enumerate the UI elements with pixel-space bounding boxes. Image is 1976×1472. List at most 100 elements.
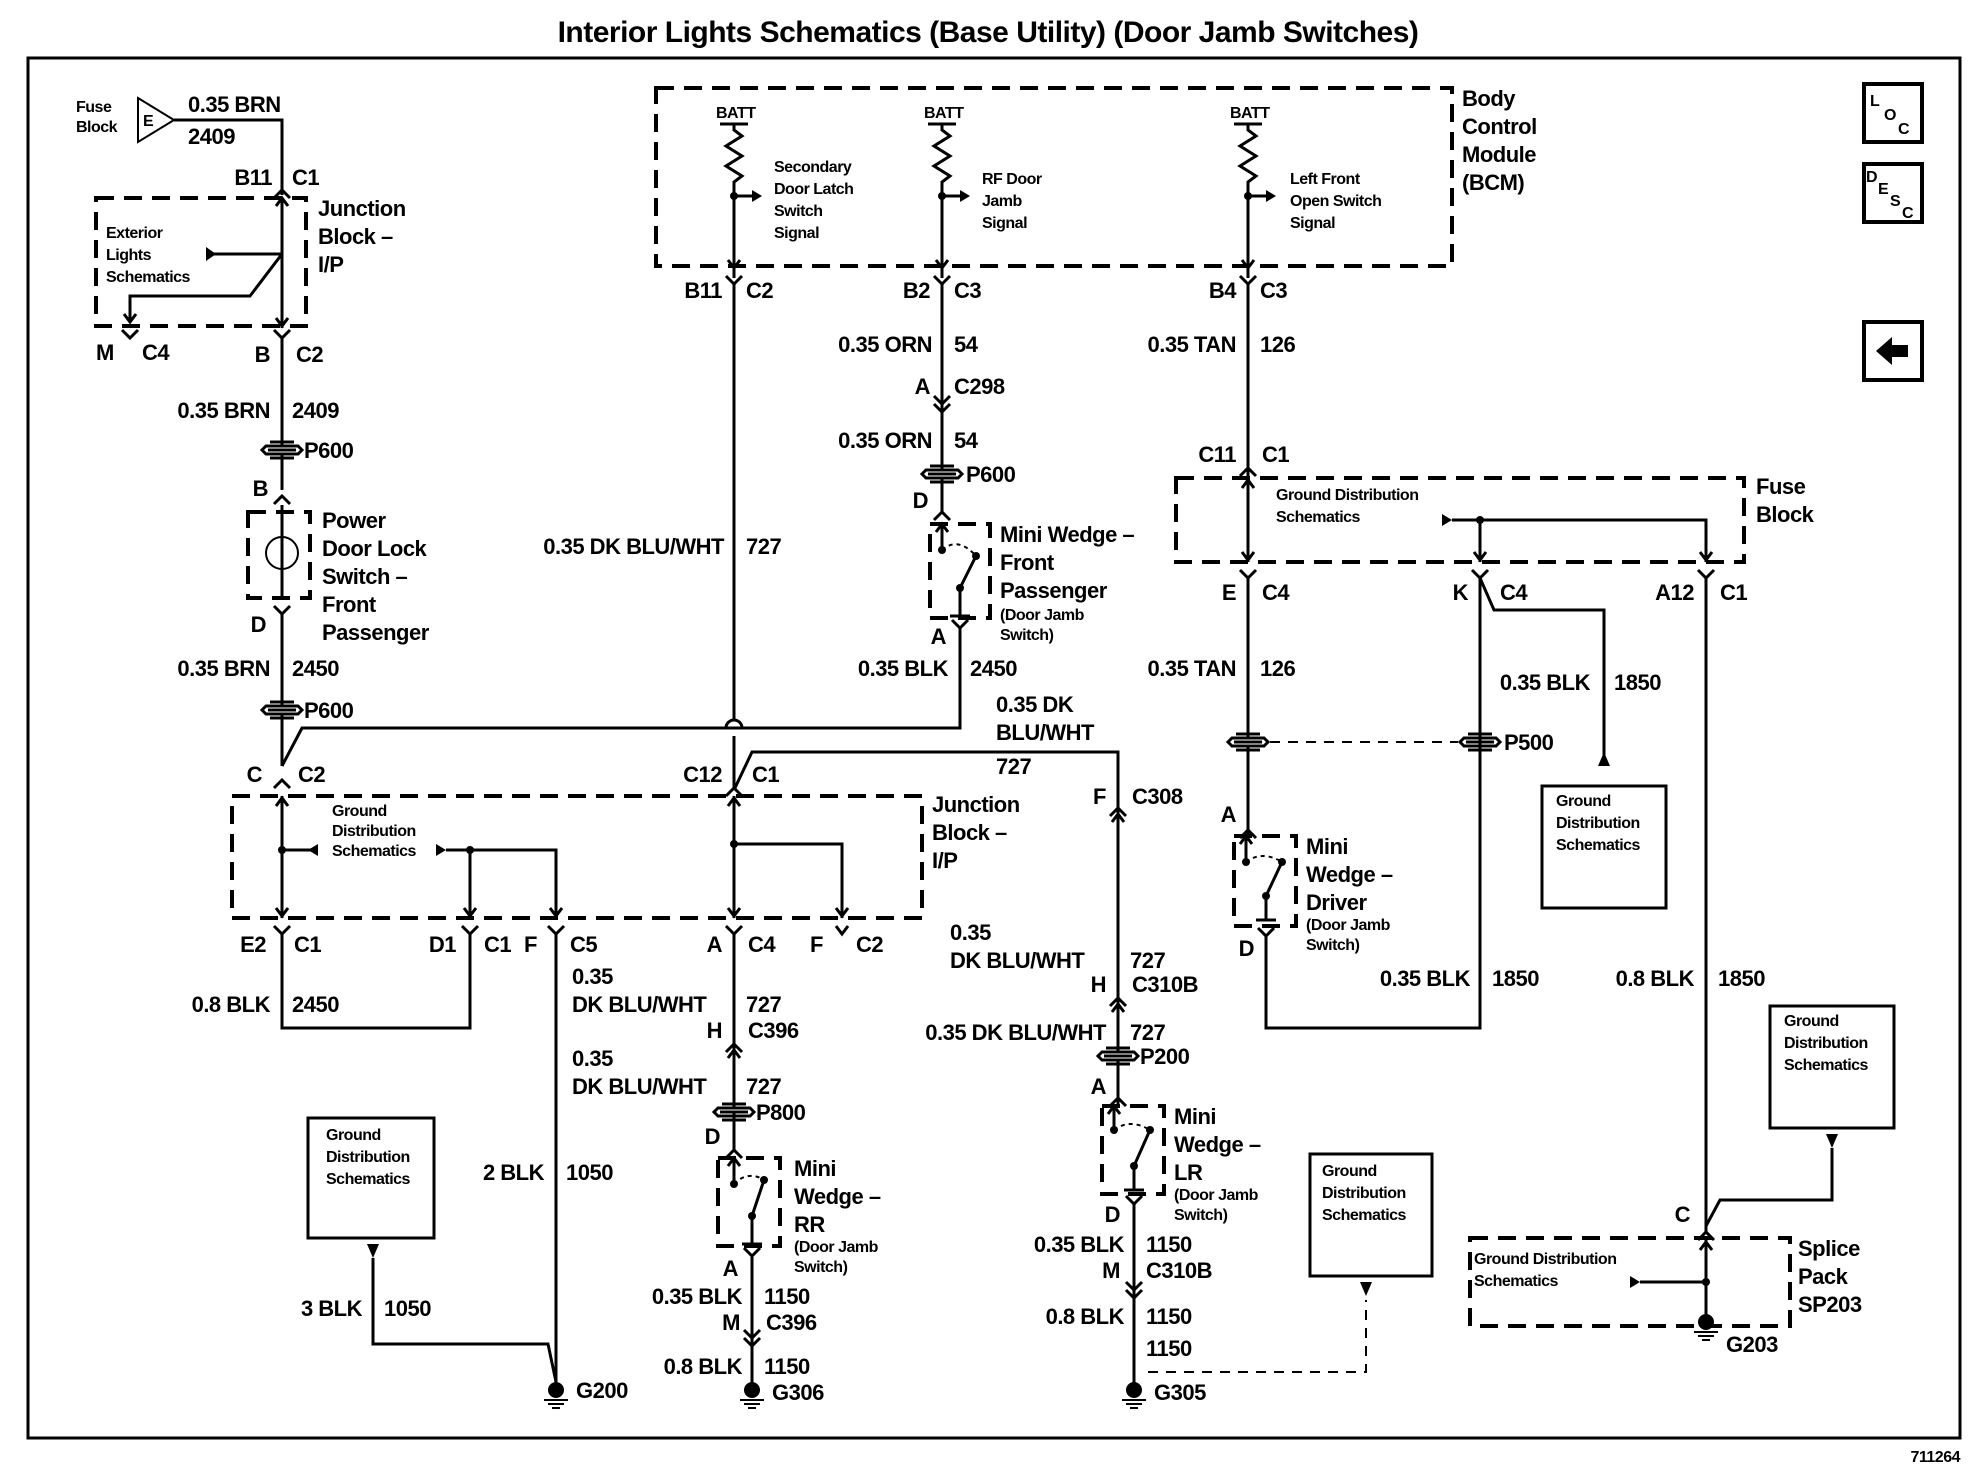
svg-text:Distribution: Distribution	[1784, 1035, 1868, 1052]
svg-text:E: E	[1878, 181, 1889, 198]
svg-text:Schematics: Schematics	[106, 269, 191, 286]
svg-text:Switch –: Switch –	[322, 564, 408, 589]
ground-label: G305	[1154, 1380, 1206, 1405]
pin-label: A	[723, 1256, 739, 1281]
circuit-number: 2409	[292, 398, 339, 423]
circuit-number: 126	[1260, 332, 1295, 357]
svg-text:Splice: Splice	[1798, 1236, 1860, 1261]
pin-label: A	[915, 374, 931, 399]
connector-label: C1	[484, 932, 511, 957]
pin-label: A	[1091, 1074, 1107, 1099]
pin-label: K	[1453, 580, 1469, 605]
pin-label: M	[96, 340, 114, 365]
loc-icon: L	[1870, 93, 1880, 110]
svg-text:(Door Jamb: (Door Jamb	[794, 1239, 879, 1256]
ground-label: G200	[576, 1378, 628, 1403]
pin-label: E2	[240, 932, 266, 957]
diagram-title: Interior Lights Schematics (Base Utility…	[558, 16, 1419, 49]
bcm-channel-rf-door-jamb: BATT RF Door Jamb Signal	[924, 105, 1042, 278]
back-button[interactable]	[1862, 320, 1924, 382]
circuit-number: 2450	[292, 656, 339, 681]
wire-label: 0.35 BLK	[1034, 1232, 1125, 1257]
connector-label: C2	[298, 762, 325, 787]
bcm-channel-secondary-latch: BATT Secondary Door Latch Switch Signal	[716, 105, 854, 278]
svg-text:Schematics: Schematics	[332, 843, 417, 860]
pin-label: A	[931, 624, 947, 649]
svg-text:Block –: Block –	[932, 820, 1007, 845]
junction-block-ip-mid: Junction Block – I/P Ground Distribution…	[230, 792, 1020, 920]
wire-label: 0.35	[572, 1046, 613, 1071]
pin-label: B	[255, 342, 270, 367]
ground-distribution-box-right-upper: Ground Distribution Schematics	[1540, 784, 1668, 910]
svg-text:Front: Front	[322, 592, 377, 617]
svg-text:Ground: Ground	[1322, 1163, 1377, 1180]
wire-label: 0.35 ORN	[838, 332, 932, 357]
svg-text:Mini: Mini	[794, 1156, 836, 1181]
connector-label: C5	[570, 932, 597, 957]
svg-text:Switch): Switch)	[1174, 1207, 1228, 1224]
fuse-block-right: Fuse Block Ground Distribution Schematic…	[1174, 474, 1815, 564]
svg-text:Secondary: Secondary	[774, 159, 852, 176]
svg-text:Ground: Ground	[1784, 1013, 1839, 1030]
svg-text:Body: Body	[1462, 86, 1516, 111]
wire-label: 0.8 BLK	[664, 1354, 743, 1379]
circuit-number: 54	[954, 428, 979, 453]
circuit-number: 1150	[1146, 1232, 1192, 1257]
circuit-number: 1050	[566, 1160, 613, 1185]
svg-text:I/P: I/P	[318, 252, 343, 277]
svg-text:Switch: Switch	[774, 203, 823, 220]
circuit-number: 727	[1130, 1020, 1165, 1045]
pin-label: E	[1222, 580, 1236, 605]
wire-label: DK BLU/WHT	[572, 992, 707, 1017]
connector-label: C298	[954, 374, 1005, 399]
svg-text:Mini: Mini	[1306, 834, 1348, 859]
svg-text:SP203: SP203	[1798, 1292, 1862, 1317]
ground-distribution-box-right-lower: Ground Distribution Schematics	[1768, 1004, 1896, 1130]
svg-text:Switch): Switch)	[794, 1259, 848, 1276]
pin-label: A12	[1655, 580, 1694, 605]
wire-label: 0.8 BLK	[1616, 966, 1695, 991]
connector-label: C4	[1500, 580, 1528, 605]
svg-text:Schematics: Schematics	[326, 1171, 411, 1188]
power-door-lock-switch-front-passenger: Power Door Lock Switch – Front Passenger	[246, 505, 430, 645]
connector-label: P200	[1140, 1044, 1190, 1069]
desc-button[interactable]: D E S C	[1862, 162, 1924, 224]
pin-label: B4	[1209, 278, 1237, 303]
svg-text:Block –: Block –	[318, 224, 393, 249]
svg-text:Module: Module	[1462, 142, 1536, 167]
pin-label: C11	[1198, 442, 1236, 467]
svg-text:BATT: BATT	[924, 105, 964, 122]
svg-text:Open Switch: Open Switch	[1290, 193, 1381, 210]
mini-wedge-rr: Mini Wedge – RR (Door Jamb Switch)	[716, 1155, 881, 1276]
loc-button[interactable]: L O C	[1862, 82, 1924, 144]
mini-wedge-front-passenger: Mini Wedge – Front Passenger (Door Jamb …	[928, 521, 1135, 644]
svg-text:Schematics: Schematics	[1276, 509, 1361, 526]
circuit-number: 727	[746, 992, 781, 1017]
fuse-block-source: Fuse Block E	[76, 96, 176, 144]
wire-label: 0.35	[572, 964, 613, 989]
svg-text:Pack: Pack	[1798, 1264, 1849, 1289]
wire-label: 0.35 TAN	[1147, 656, 1236, 681]
svg-text:Passenger: Passenger	[1000, 578, 1108, 603]
connector-label: C1	[1262, 442, 1289, 467]
svg-text:Junction: Junction	[318, 196, 406, 221]
svg-text:Schematics: Schematics	[1322, 1207, 1407, 1224]
connector-label: C1	[752, 762, 779, 787]
svg-text:(Door Jamb: (Door Jamb	[1174, 1187, 1259, 1204]
svg-text:Block: Block	[76, 119, 118, 136]
svg-text:Left Front: Left Front	[1290, 171, 1361, 188]
pin-label: D1	[429, 932, 456, 957]
ground-label: G306	[772, 1380, 824, 1405]
svg-text:Switch): Switch)	[1306, 937, 1360, 954]
wire-label: DK BLU/WHT	[572, 1074, 707, 1099]
body-control-module: Body Control Module (BCM)	[654, 86, 1537, 268]
ground-distribution-box-mid: Ground Distribution Schematics	[1308, 1152, 1434, 1278]
svg-text:Distribution: Distribution	[1556, 815, 1640, 832]
connector-label: P800	[756, 1100, 806, 1125]
pin-label: D	[1105, 1202, 1120, 1227]
wire-label: 0.35 DK BLU/WHT	[543, 534, 725, 559]
pin-label: F	[1093, 784, 1106, 809]
ground-label: G203	[1726, 1332, 1778, 1357]
pin-label: H	[1091, 972, 1106, 997]
